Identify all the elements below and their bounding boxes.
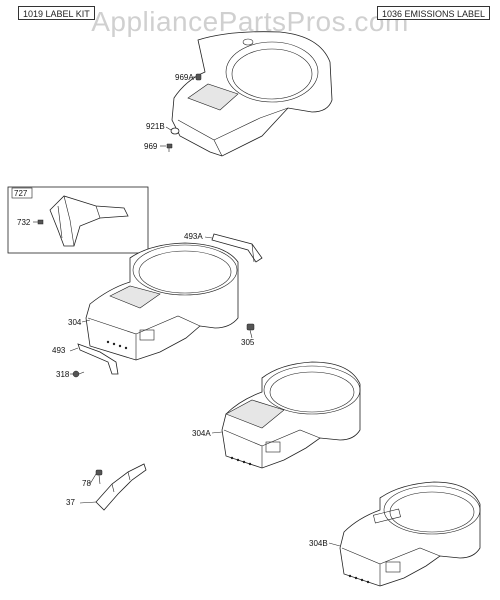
callout-304: 304	[68, 318, 82, 327]
callout-37: 37	[66, 498, 75, 507]
emissions-label-box: 1036 EMISSIONS LABEL	[377, 6, 491, 20]
bolt-305	[246, 323, 255, 339]
callout-969: 969	[144, 142, 158, 151]
screw-969A	[195, 73, 202, 81]
callout-732: 732	[17, 218, 31, 227]
callout-969A: 969A	[175, 73, 194, 82]
blower-housing-304B	[339, 481, 481, 587]
screw-78	[95, 469, 103, 485]
plug-921B	[170, 127, 180, 135]
callout-78: 78	[82, 479, 91, 488]
blower-housing-top	[171, 31, 333, 157]
callout-305: 305	[241, 338, 255, 347]
screw-969	[166, 143, 173, 152]
callout-304A: 304A	[192, 429, 211, 438]
callout-921B: 921B	[146, 122, 165, 131]
callout-493: 493	[52, 346, 66, 355]
callout-304B: 304B	[309, 539, 328, 548]
callout-318: 318	[56, 370, 70, 379]
screw-318	[72, 370, 85, 378]
bracket-493	[77, 343, 119, 375]
inset-727	[7, 186, 149, 254]
baffle-37	[95, 463, 147, 511]
blower-housing-304	[85, 242, 239, 361]
leader-lines	[33, 76, 341, 547]
callout-727: 727	[14, 189, 28, 198]
bracket-493A	[211, 233, 263, 263]
label-kit-box: 1019 LABEL KIT	[18, 6, 95, 20]
callout-493A: 493A	[184, 232, 203, 241]
blower-housing-304A	[221, 361, 361, 469]
